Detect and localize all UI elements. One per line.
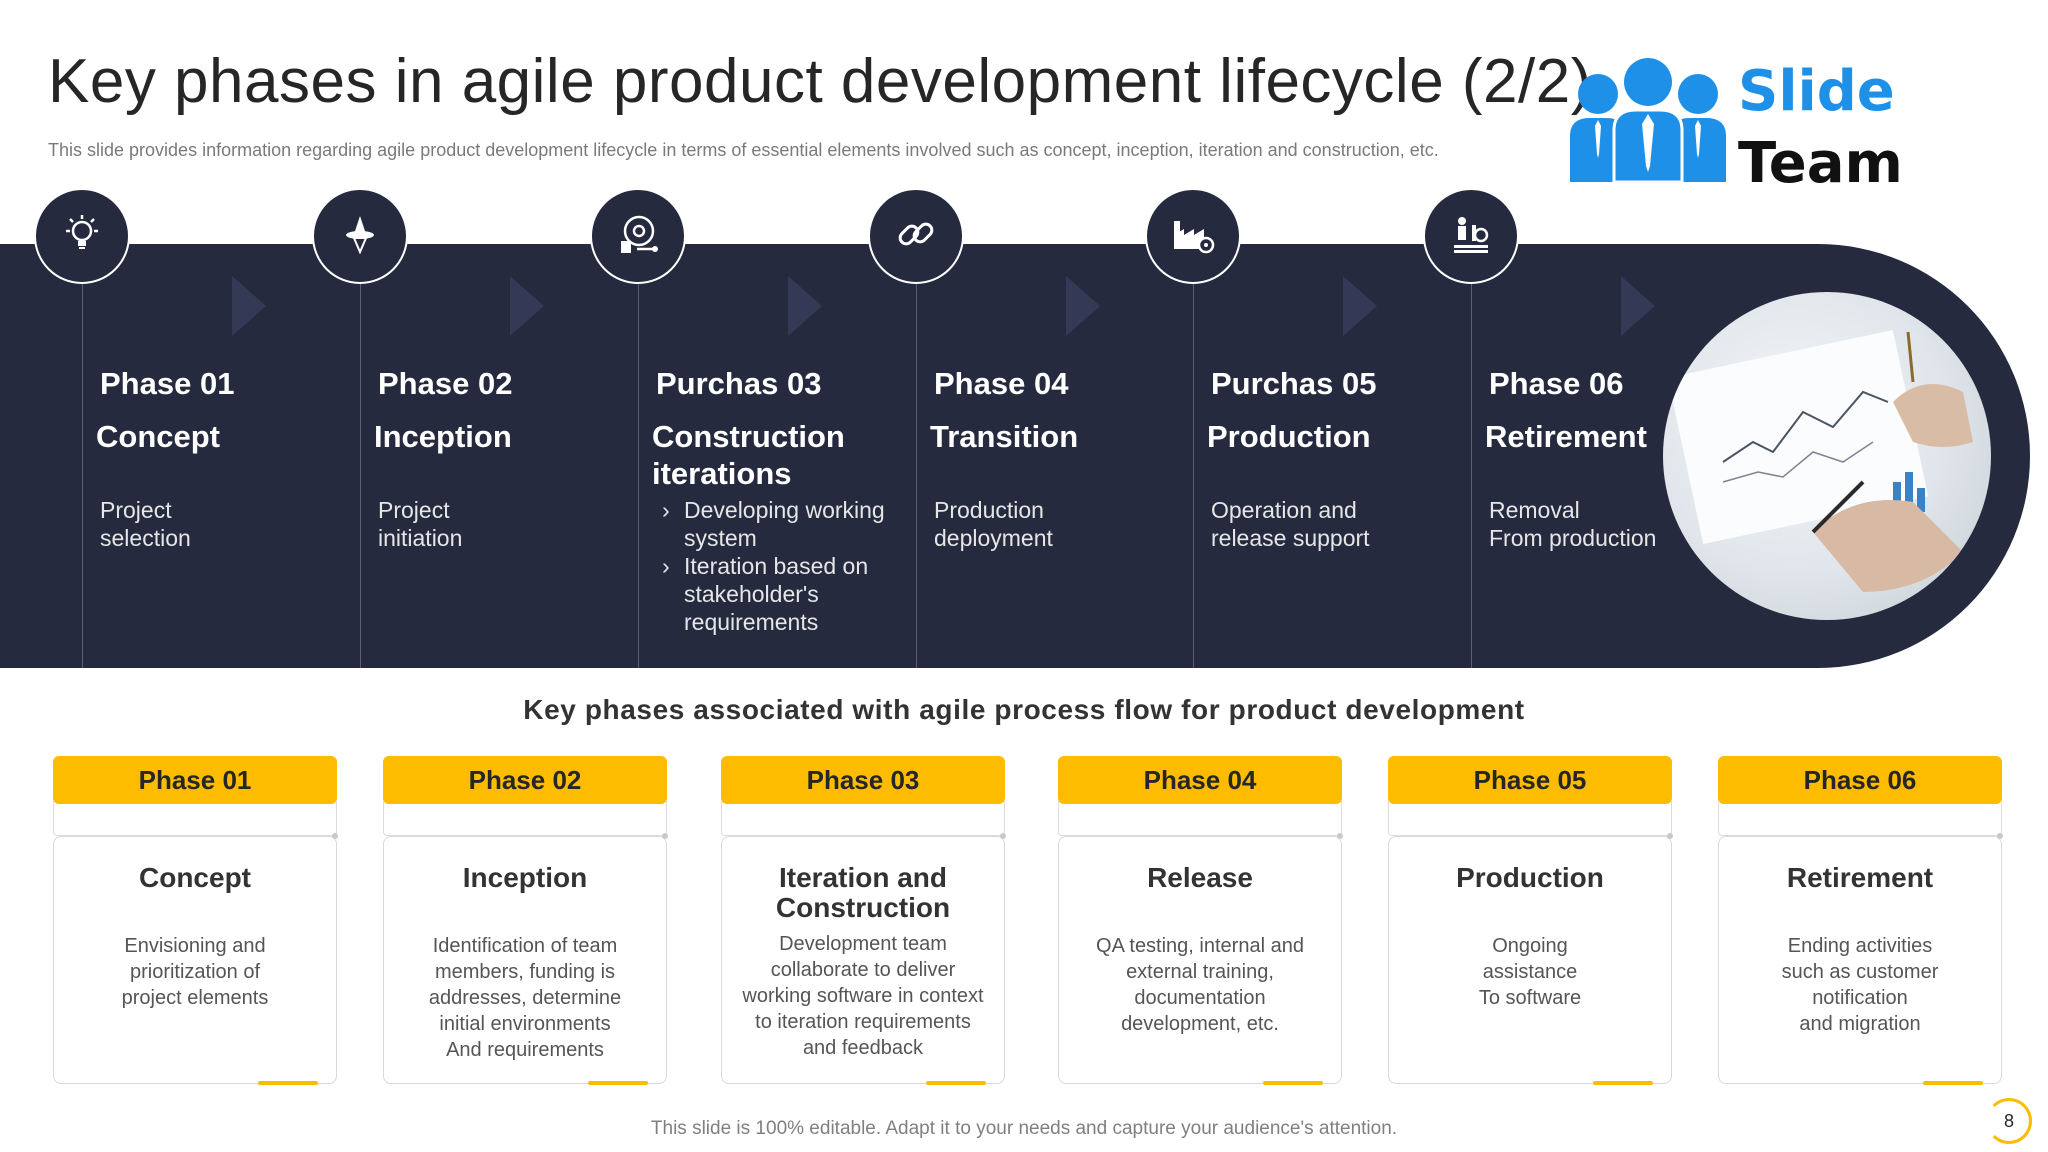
chevron-arrow-icon xyxy=(788,276,822,336)
card-body-text: Ongoing assistance To software xyxy=(1478,935,1582,1009)
card-phase-tab: Phase 02 xyxy=(383,756,667,804)
timeline-connector-line xyxy=(916,284,917,668)
card-body-text: Ending activities such as customer notif… xyxy=(1781,935,1939,1035)
timeline-connector-line xyxy=(638,284,639,668)
chevron-arrow-icon xyxy=(1621,276,1655,336)
card-accent-underline xyxy=(1263,1081,1323,1085)
phase-label: Phase 06 xyxy=(1489,366,1624,401)
card-accent-underline xyxy=(258,1081,318,1085)
card-corner-dot xyxy=(1337,833,1343,839)
card-phase-tab: Phase 06 xyxy=(1718,756,2002,804)
chevron-arrow-icon xyxy=(1343,276,1377,336)
phase-label: Purchas 05 xyxy=(1211,366,1377,401)
phase-name: Retirement xyxy=(1485,419,1647,454)
phase-bullet-item: Iteration based on stakeholder's require… xyxy=(652,552,892,636)
phase-description: Operation and release support xyxy=(1211,497,1370,551)
card-tab-shadow xyxy=(721,800,1005,836)
card-corner-dot xyxy=(1000,833,1006,839)
card-corner-dot xyxy=(662,833,668,839)
phase-description: Project selection xyxy=(100,497,191,551)
page-number-badge: 8 xyxy=(1986,1098,2032,1144)
team-people-icon xyxy=(1570,58,1726,184)
phase-description: Project initiation xyxy=(378,497,463,551)
card-title: Concept xyxy=(139,862,251,893)
chevron-arrow-icon xyxy=(510,276,544,336)
card-tab-shadow xyxy=(1718,800,2002,836)
phase-bullet-item: Developing working system xyxy=(652,496,892,552)
factory-icon xyxy=(1170,211,1216,262)
phase-icon-circle xyxy=(1145,188,1241,284)
phase-bullet-list: Developing working systemIteration based… xyxy=(652,496,892,636)
process-gear-icon xyxy=(615,211,661,262)
card-body-text: Identification of team members, funding … xyxy=(428,935,622,1061)
timeline-connector-line xyxy=(1471,284,1472,668)
card-title: Inception xyxy=(462,862,588,893)
card-tab-shadow xyxy=(1058,800,1342,836)
card-corner-dot xyxy=(332,833,338,839)
phase-icon-circle xyxy=(868,188,964,284)
phase-name: Concept xyxy=(96,419,220,454)
timeline-connector-line xyxy=(82,284,83,668)
hand-drawing-chart-photo xyxy=(1663,292,1991,620)
phase-name: Transition xyxy=(930,419,1079,454)
lightbulb-icon xyxy=(60,212,104,261)
card-phase-tab: Phase 04 xyxy=(1058,756,1342,804)
phase-icon-circle xyxy=(34,188,130,284)
card-accent-underline xyxy=(588,1081,648,1085)
card-accent-underline xyxy=(926,1081,986,1085)
phase-label: Phase 02 xyxy=(378,366,513,401)
link-icon xyxy=(893,211,939,262)
card-tab-shadow xyxy=(1388,800,1672,836)
timeline-connector-line xyxy=(1193,284,1194,668)
footer-note: This slide is 100% editable. Adapt it to… xyxy=(650,1118,1398,1139)
card-tab-shadow xyxy=(53,800,337,836)
card-tab-shadow xyxy=(383,800,667,836)
card-accent-underline xyxy=(1593,1081,1653,1085)
card-corner-dot xyxy=(1667,833,1673,839)
phase-label: Phase 01 xyxy=(100,366,235,401)
card-title: Production xyxy=(1456,862,1604,893)
card-phase-tab: Phase 03 xyxy=(721,756,1005,804)
logo-text-slide: Slide xyxy=(1738,59,1895,124)
card-title: Iteration and Construction xyxy=(775,862,951,923)
phase-icon-circle xyxy=(312,188,408,284)
page-subtitle: This slide provides information regardin… xyxy=(48,140,1439,160)
section-heading: Key phases associated with agile process… xyxy=(523,694,1525,725)
card-title: Retirement xyxy=(1786,862,1934,893)
card-phase-tab: Phase 01 xyxy=(53,756,337,804)
chevron-arrow-icon xyxy=(1066,276,1100,336)
timeline-connector-line xyxy=(360,284,361,668)
phase-icon-circle xyxy=(590,188,686,284)
logo-text-team: Team xyxy=(1738,131,1903,196)
slideteam-logo: Slide Team xyxy=(1568,54,1903,194)
card-corner-dot xyxy=(1997,833,2003,839)
card-body-text: Development team collaborate to deliver … xyxy=(742,933,984,1059)
phase-name: Inception xyxy=(374,419,512,454)
phase-label: Phase 04 xyxy=(934,366,1069,401)
phase-description: Removal From production xyxy=(1489,497,1657,551)
phase-icon-circle xyxy=(1423,188,1519,284)
phase-card: Release QA testing, internal and external… xyxy=(1058,833,1343,1085)
card-body-text: QA testing, internal and external traini… xyxy=(1096,935,1304,1035)
phase-name: Production xyxy=(1207,419,1371,454)
chevron-arrow-icon xyxy=(232,276,266,336)
page-title: Key phases in agile product development … xyxy=(48,47,1592,116)
phase-description: Production deployment xyxy=(934,497,1053,551)
retirement-icon xyxy=(1448,211,1494,262)
rocket-icon xyxy=(338,212,382,261)
card-title: Release xyxy=(1147,862,1253,893)
card-body-text: Envisioning and prioritization of projec… xyxy=(121,935,269,1009)
card-phase-tab: Phase 05 xyxy=(1388,756,1672,804)
phase-label: Purchas 03 xyxy=(656,366,822,401)
phase-name: Construction iterations xyxy=(652,419,845,491)
card-accent-underline xyxy=(1923,1081,1983,1085)
